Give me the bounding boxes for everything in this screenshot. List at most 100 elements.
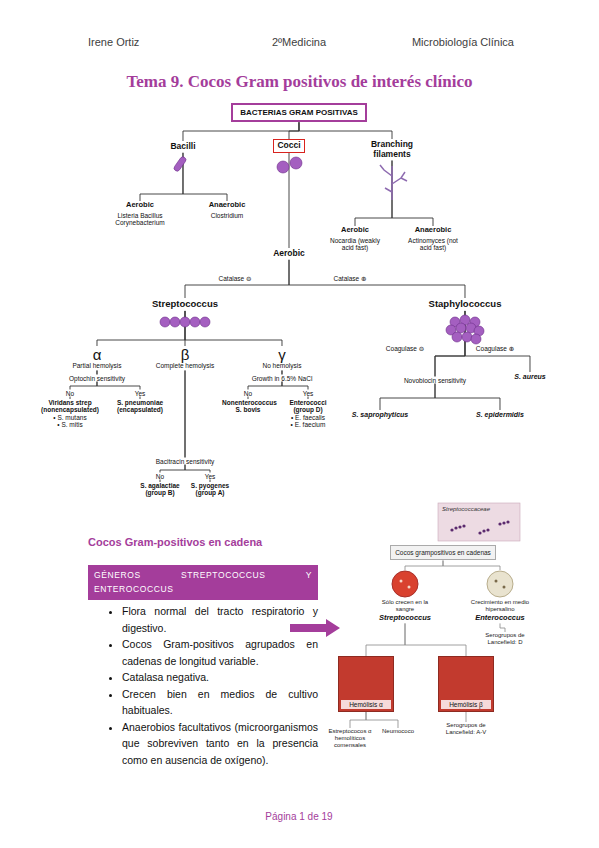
genus-label: Staphylococcus xyxy=(427,298,504,311)
node-text: • E. faecalis xyxy=(280,414,336,421)
micrograph xyxy=(438,503,520,541)
agar-plate xyxy=(487,571,513,597)
connector xyxy=(185,370,210,482)
node-text: S. agalactiae (group B) xyxy=(136,482,184,497)
edge-label: Catalase ⊖ xyxy=(218,275,253,283)
node-text: Sólo crecen en la sangre xyxy=(372,599,438,613)
pointer-arrow xyxy=(290,619,340,637)
node-text: Aerobic xyxy=(273,249,305,259)
node-text: BACTERIAS GRAM POSITIVAS xyxy=(240,108,358,117)
node-text: • S. mitis xyxy=(34,421,106,428)
coccus xyxy=(452,332,462,342)
coccus xyxy=(462,524,465,527)
connector xyxy=(392,161,433,226)
node-text: Enterococcus xyxy=(470,614,530,623)
figure-label: Serogrupos de Lancefield: A-V xyxy=(435,722,497,736)
node-text: S. pneumoniae (encapsulated) xyxy=(109,399,171,414)
section-band: GÉNEROS STREPTOCOCCUS Y ENTEROCOCCUS xyxy=(88,565,318,600)
cluster-icon xyxy=(446,315,484,344)
header-text: 2ºMedicina xyxy=(272,36,326,48)
colony xyxy=(495,580,498,583)
node-text: Clostridium xyxy=(209,212,246,219)
coccus xyxy=(471,334,481,344)
chain-icon xyxy=(160,317,210,327)
node-text: • E. faecium xyxy=(280,421,336,428)
connector xyxy=(355,161,392,226)
coccus xyxy=(277,161,289,173)
node-text: Anaerobic xyxy=(402,226,464,235)
plate-node: Sólo crecen en la sangreStreptococcus xyxy=(370,570,440,623)
blood-plate xyxy=(392,571,418,597)
coccus xyxy=(482,529,485,532)
edge-label: No xyxy=(155,473,165,480)
node-text: No hemolysis xyxy=(262,362,301,369)
connector xyxy=(160,370,185,482)
connector xyxy=(366,712,398,728)
node-text: Anaerobic xyxy=(209,201,246,210)
genus-label: Streptococcus xyxy=(150,298,220,311)
node-text: Streptococcus xyxy=(152,299,218,310)
species-label: S. epidermidis xyxy=(474,410,526,420)
species-label: S. aureus xyxy=(512,372,548,382)
root-box: BACTERIAS GRAM POSITIVAS xyxy=(231,103,367,122)
node-text: Viridans strep (nonencapsulated) xyxy=(34,399,106,414)
group-label: Aerobic xyxy=(271,248,307,260)
node-text: Branching filaments xyxy=(366,140,418,160)
coccus xyxy=(290,157,302,169)
edge-label: Coagulase ⊕ xyxy=(475,345,515,353)
edge-label: No xyxy=(243,390,253,397)
species-label: Enterococci (group D)• E. faecalis• E. f… xyxy=(280,399,336,429)
bacillus-rod xyxy=(173,156,187,173)
node-text: Hemólisis β xyxy=(441,700,491,709)
node-text: Aerobic xyxy=(111,201,169,210)
coccus xyxy=(456,323,466,333)
bullet-item: Crecen bien en medios de cultivo habitua… xyxy=(122,686,318,719)
node-text: Partial hemolysis xyxy=(72,362,121,369)
species-label: S. agalactiae (group B) xyxy=(136,482,184,497)
connector xyxy=(435,311,500,410)
edge-label: Yes xyxy=(204,473,217,480)
decision-label: Novobiocin sensitivity xyxy=(402,377,468,384)
photo-caption: Streptococcaceae xyxy=(442,506,490,512)
coccus xyxy=(502,521,505,524)
group-label: AerobicNocardia (weakly acid fast) xyxy=(324,226,386,252)
colony xyxy=(400,580,403,583)
node-text: Nocardia (weakly acid fast) xyxy=(324,237,386,252)
figure-label: Neumococo xyxy=(382,728,414,735)
bullet-item: Flora normal del tracto respiratorio y d… xyxy=(122,603,318,636)
coccus xyxy=(478,531,481,534)
node-text: Complete hemolysis xyxy=(156,362,215,369)
flow-box: Cocos grampositivos en cadenas xyxy=(390,545,496,560)
coccus xyxy=(160,317,170,327)
group-label: Bacilli xyxy=(168,141,197,153)
species-label: S. saprophyticus xyxy=(350,410,410,420)
connector xyxy=(405,623,466,656)
hemolysis-square: Hemólisis α xyxy=(338,656,394,712)
node-text: Streptococcus xyxy=(372,614,438,623)
node-text: Estreptococos α hemolíticos comensales xyxy=(325,728,375,749)
node-text: Neumococo xyxy=(382,728,414,735)
connector xyxy=(289,122,299,139)
connector xyxy=(299,122,392,139)
page-title: Tema 9. Cocos Gram positivos de interés … xyxy=(0,72,599,92)
connector xyxy=(465,311,530,372)
header-text: Irene Ortiz xyxy=(88,36,139,48)
saline-plate xyxy=(487,571,513,597)
node-text: Serogrupos de Lancefield: A-V xyxy=(435,722,497,736)
coccus xyxy=(170,317,180,327)
connector xyxy=(366,623,405,656)
agar-plate xyxy=(392,571,418,597)
node-text: GÉNEROS STREPTOCOCCUS Y ENTEROCOCCUS xyxy=(94,569,312,596)
connector xyxy=(289,260,465,298)
coccus xyxy=(454,526,457,529)
group-label: Branching filaments xyxy=(364,139,420,161)
coccus xyxy=(200,317,210,327)
page-number: Página 1 de 19 xyxy=(265,811,332,822)
connector xyxy=(185,311,282,346)
species-label: S. pyogenes (group A) xyxy=(186,482,234,497)
group-label: AnaerobicActinomyces (not acid fast) xyxy=(402,226,464,252)
node-text: S. pyogenes (group A) xyxy=(186,482,234,497)
node-text: Bacilli xyxy=(170,142,195,152)
coccus xyxy=(486,528,489,531)
